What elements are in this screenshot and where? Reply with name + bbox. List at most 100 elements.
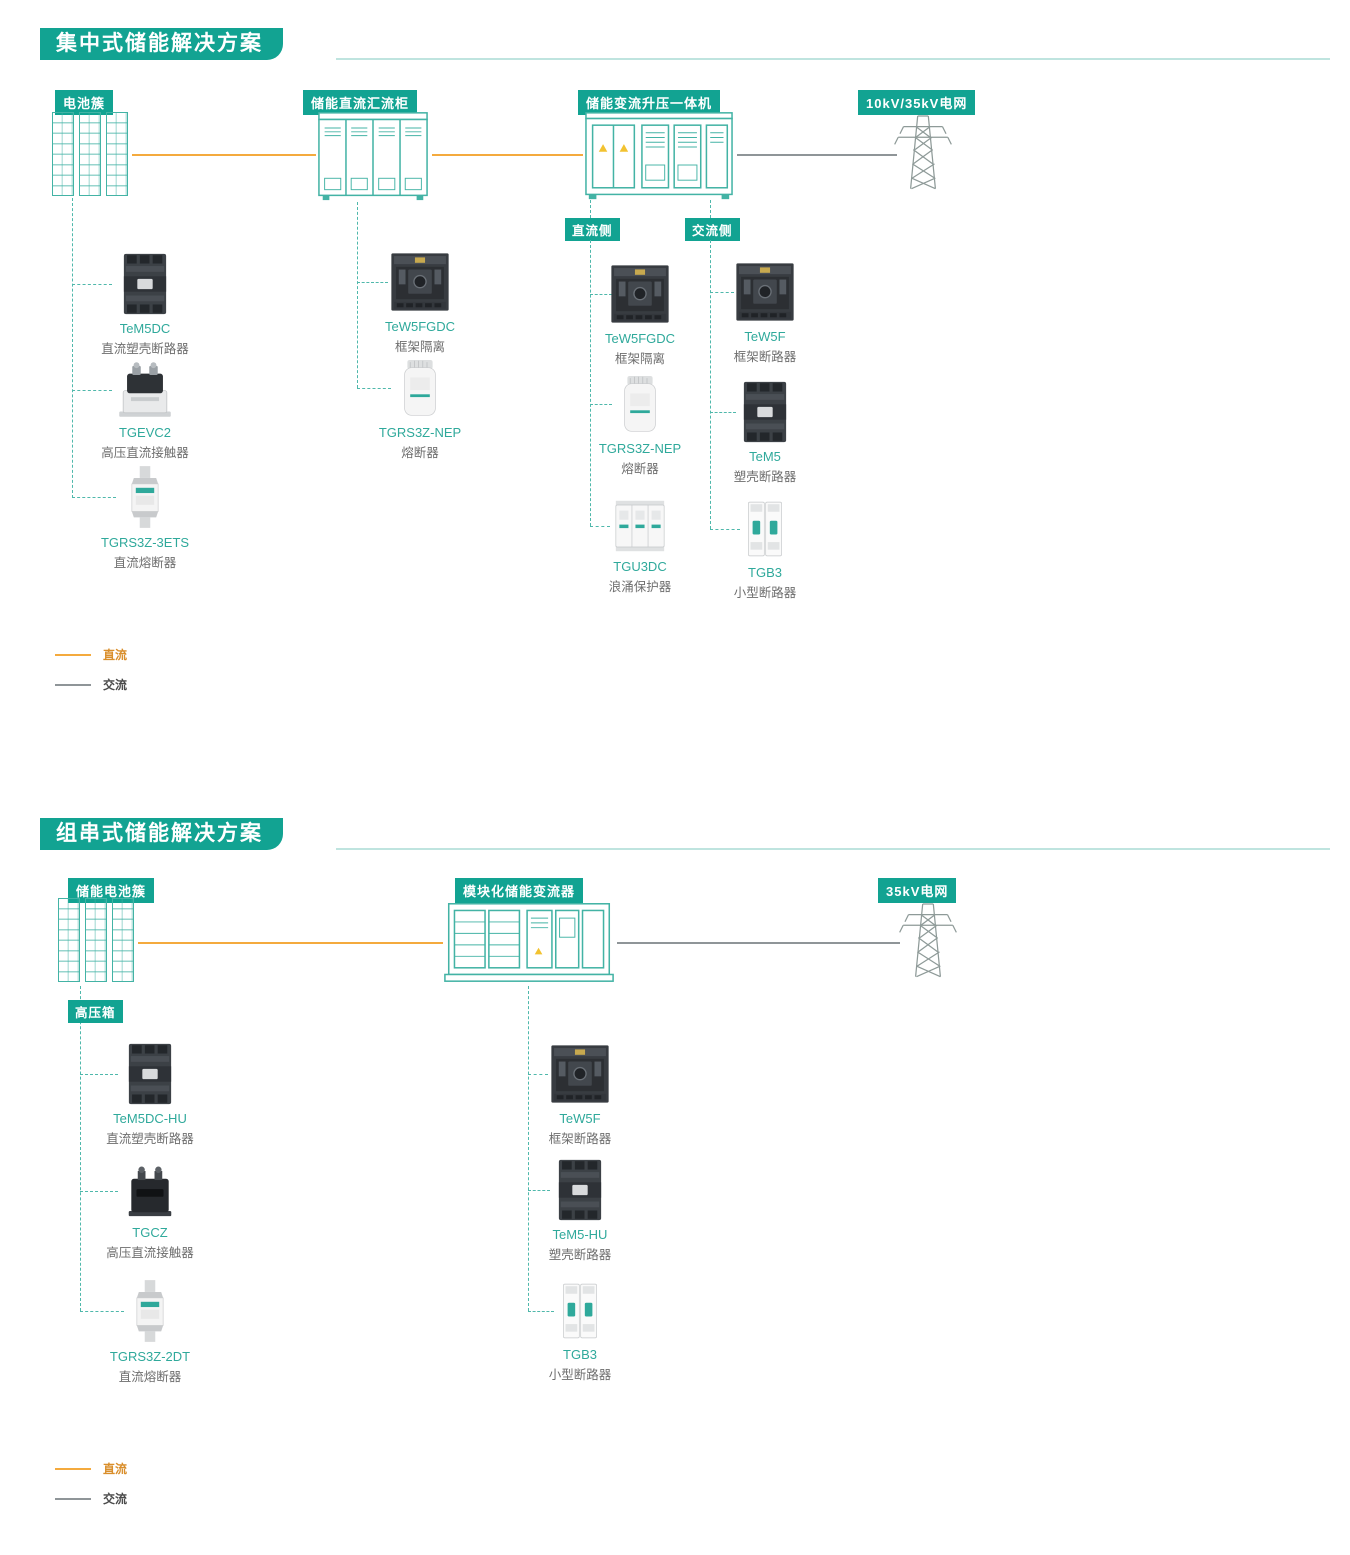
ac-line-swatch — [55, 1497, 91, 1500]
product-tgu3dc: TGU3DC 浪涌保护器 — [575, 498, 705, 595]
dc-side-branch-line — [590, 240, 591, 526]
branch-stub — [80, 1074, 118, 1075]
branch-stub — [357, 388, 391, 389]
product-desc: 高压直流接触器 — [106, 1246, 194, 1260]
section2-title-banner: 组串式储能解决方案 — [40, 818, 283, 850]
branch-stub — [590, 404, 612, 405]
battery-branch-line — [80, 986, 81, 1311]
battery-rack-icon — [52, 112, 128, 196]
legend-ac: 交流 — [55, 676, 127, 693]
section1-title-banner: 集中式储能解决方案 — [40, 28, 283, 60]
product-tew5f-s2: TeW5F 框架断路器 — [515, 1042, 645, 1147]
product-name: TGCZ — [132, 1225, 168, 1240]
section2-title-underline — [336, 848, 1330, 850]
storage-battery-cluster-label: 储能电池簇 — [68, 878, 155, 903]
dc-contactor-icon — [114, 360, 176, 420]
mccb-icon — [121, 1042, 179, 1106]
product-name: TeM5DC-HU — [113, 1111, 187, 1126]
product-desc: 浪涌保护器 — [608, 580, 672, 594]
product-tem5dc: TeM5DC 直流塑壳断路器 — [80, 252, 210, 357]
dc-line-combiner-to-pcs — [432, 154, 583, 156]
pcs-dc-drop-line — [590, 200, 591, 218]
product-name: TGB3 — [748, 565, 782, 580]
product-desc: 熔断器 — [401, 446, 439, 460]
product-desc: 塑壳断路器 — [548, 1248, 612, 1262]
branch-stub — [710, 412, 736, 413]
product-desc: 小型断路器 — [733, 586, 797, 600]
product-tew5fgdc-dc: TeW5FGDC 框架隔离 — [575, 262, 705, 367]
pcs-booster-cabinet-icon — [583, 110, 735, 202]
product-name: TeW5FGDC — [604, 331, 676, 346]
product-desc: 小型断路器 — [548, 1368, 612, 1382]
pcs-branch-line — [528, 986, 529, 1311]
blade-fuse-icon — [122, 464, 168, 530]
blade-fuse-icon — [127, 1278, 173, 1344]
branch-stub — [528, 1311, 554, 1312]
product-tgrs3z-nep-dc: TGRS3Z-NEP 熔断器 — [575, 372, 705, 477]
legend-dc: 直流 — [55, 1460, 127, 1477]
dc-combiner-label: 储能直流汇流柜 — [303, 90, 418, 115]
branch-stub — [357, 282, 388, 283]
miniature-breaker-icon — [740, 498, 790, 560]
product-name: TGB3 — [563, 1347, 597, 1362]
transmission-tower-icon — [892, 108, 954, 194]
modular-pcs-label: 模块化储能变流器 — [455, 878, 584, 903]
dc-contactor-icon — [121, 1162, 179, 1220]
branch-stub — [590, 294, 612, 295]
legend-dc: 直流 — [55, 646, 127, 663]
product-desc: 直流熔断器 — [118, 1370, 182, 1384]
cylinder-fuse-icon — [392, 356, 448, 420]
grid-35kv-label: 35kV电网 — [878, 878, 957, 903]
product-tgrs3z-nep: TGRS3Z-NEP 熔断器 — [355, 356, 485, 461]
ac-side-branch-line — [710, 240, 711, 529]
product-tew5f: TeW5F 框架断路器 — [700, 260, 830, 365]
branch-stub — [80, 1311, 124, 1312]
battery-branch-line — [72, 198, 73, 498]
product-desc: 塑壳断路器 — [733, 470, 797, 484]
surge-protector-icon — [610, 498, 670, 554]
dc-side-label: 直流侧 — [565, 218, 620, 241]
branch-stub — [528, 1190, 550, 1191]
transmission-tower-icon — [897, 896, 959, 982]
product-desc: 直流熔断器 — [113, 556, 177, 570]
ac-line-swatch — [55, 683, 91, 686]
product-tgevc2: TGEVC2 高压直流接触器 — [80, 360, 210, 461]
ac-line-pcs-to-grid — [617, 942, 900, 944]
product-desc: 框架断路器 — [733, 350, 797, 364]
product-desc: 直流塑壳断路器 — [101, 342, 189, 356]
mccb-icon — [116, 252, 174, 316]
product-name: TeM5DC — [119, 321, 171, 336]
product-desc: 框架隔离 — [614, 352, 665, 366]
product-tgrs3z-2dt: TGRS3Z-2DT 直流熔断器 — [85, 1278, 215, 1385]
product-desc: 高压直流接触器 — [101, 446, 189, 460]
product-desc: 直流塑壳断路器 — [106, 1132, 194, 1146]
product-tem5: TeM5 塑壳断路器 — [700, 380, 830, 485]
legend-dc-label: 直流 — [103, 648, 128, 662]
product-tgb3: TGB3 小型断路器 — [700, 498, 830, 601]
branch-stub — [710, 292, 734, 293]
mccb-icon — [736, 380, 794, 444]
branch-stub — [528, 1074, 548, 1075]
product-tgrs3z-3ets: TGRS3Z-3ETS 直流熔断器 — [80, 464, 210, 571]
frame-breaker-icon — [733, 260, 797, 324]
product-name: TeW5F — [559, 1111, 601, 1126]
product-tgcz: TGCZ 高压直流接触器 — [85, 1162, 215, 1261]
legend-ac-label: 交流 — [103, 1492, 128, 1506]
branch-stub — [710, 529, 740, 530]
cylinder-fuse-icon — [612, 372, 668, 436]
product-tem5dc-hu: TeM5DC-HU 直流塑壳断路器 — [85, 1042, 215, 1147]
product-tew5fgdc: TeW5FGDC 框架隔离 — [355, 250, 485, 355]
pcs-booster-label: 储能变流升压一体机 — [578, 90, 721, 115]
product-name: TGRS3Z-3ETS — [100, 535, 190, 550]
branch-stub — [72, 497, 116, 498]
miniature-breaker-icon — [555, 1280, 605, 1342]
branch-stub — [590, 526, 610, 527]
section1-title-underline — [336, 58, 1330, 60]
modular-pcs-container-icon — [443, 898, 615, 986]
product-desc: 熔断器 — [621, 462, 659, 476]
branch-stub — [72, 284, 112, 285]
product-desc: 框架隔离 — [394, 340, 445, 354]
grid-label: 10kV/35kV电网 — [858, 90, 976, 115]
product-name: TGRS3Z-NEP — [598, 441, 682, 456]
